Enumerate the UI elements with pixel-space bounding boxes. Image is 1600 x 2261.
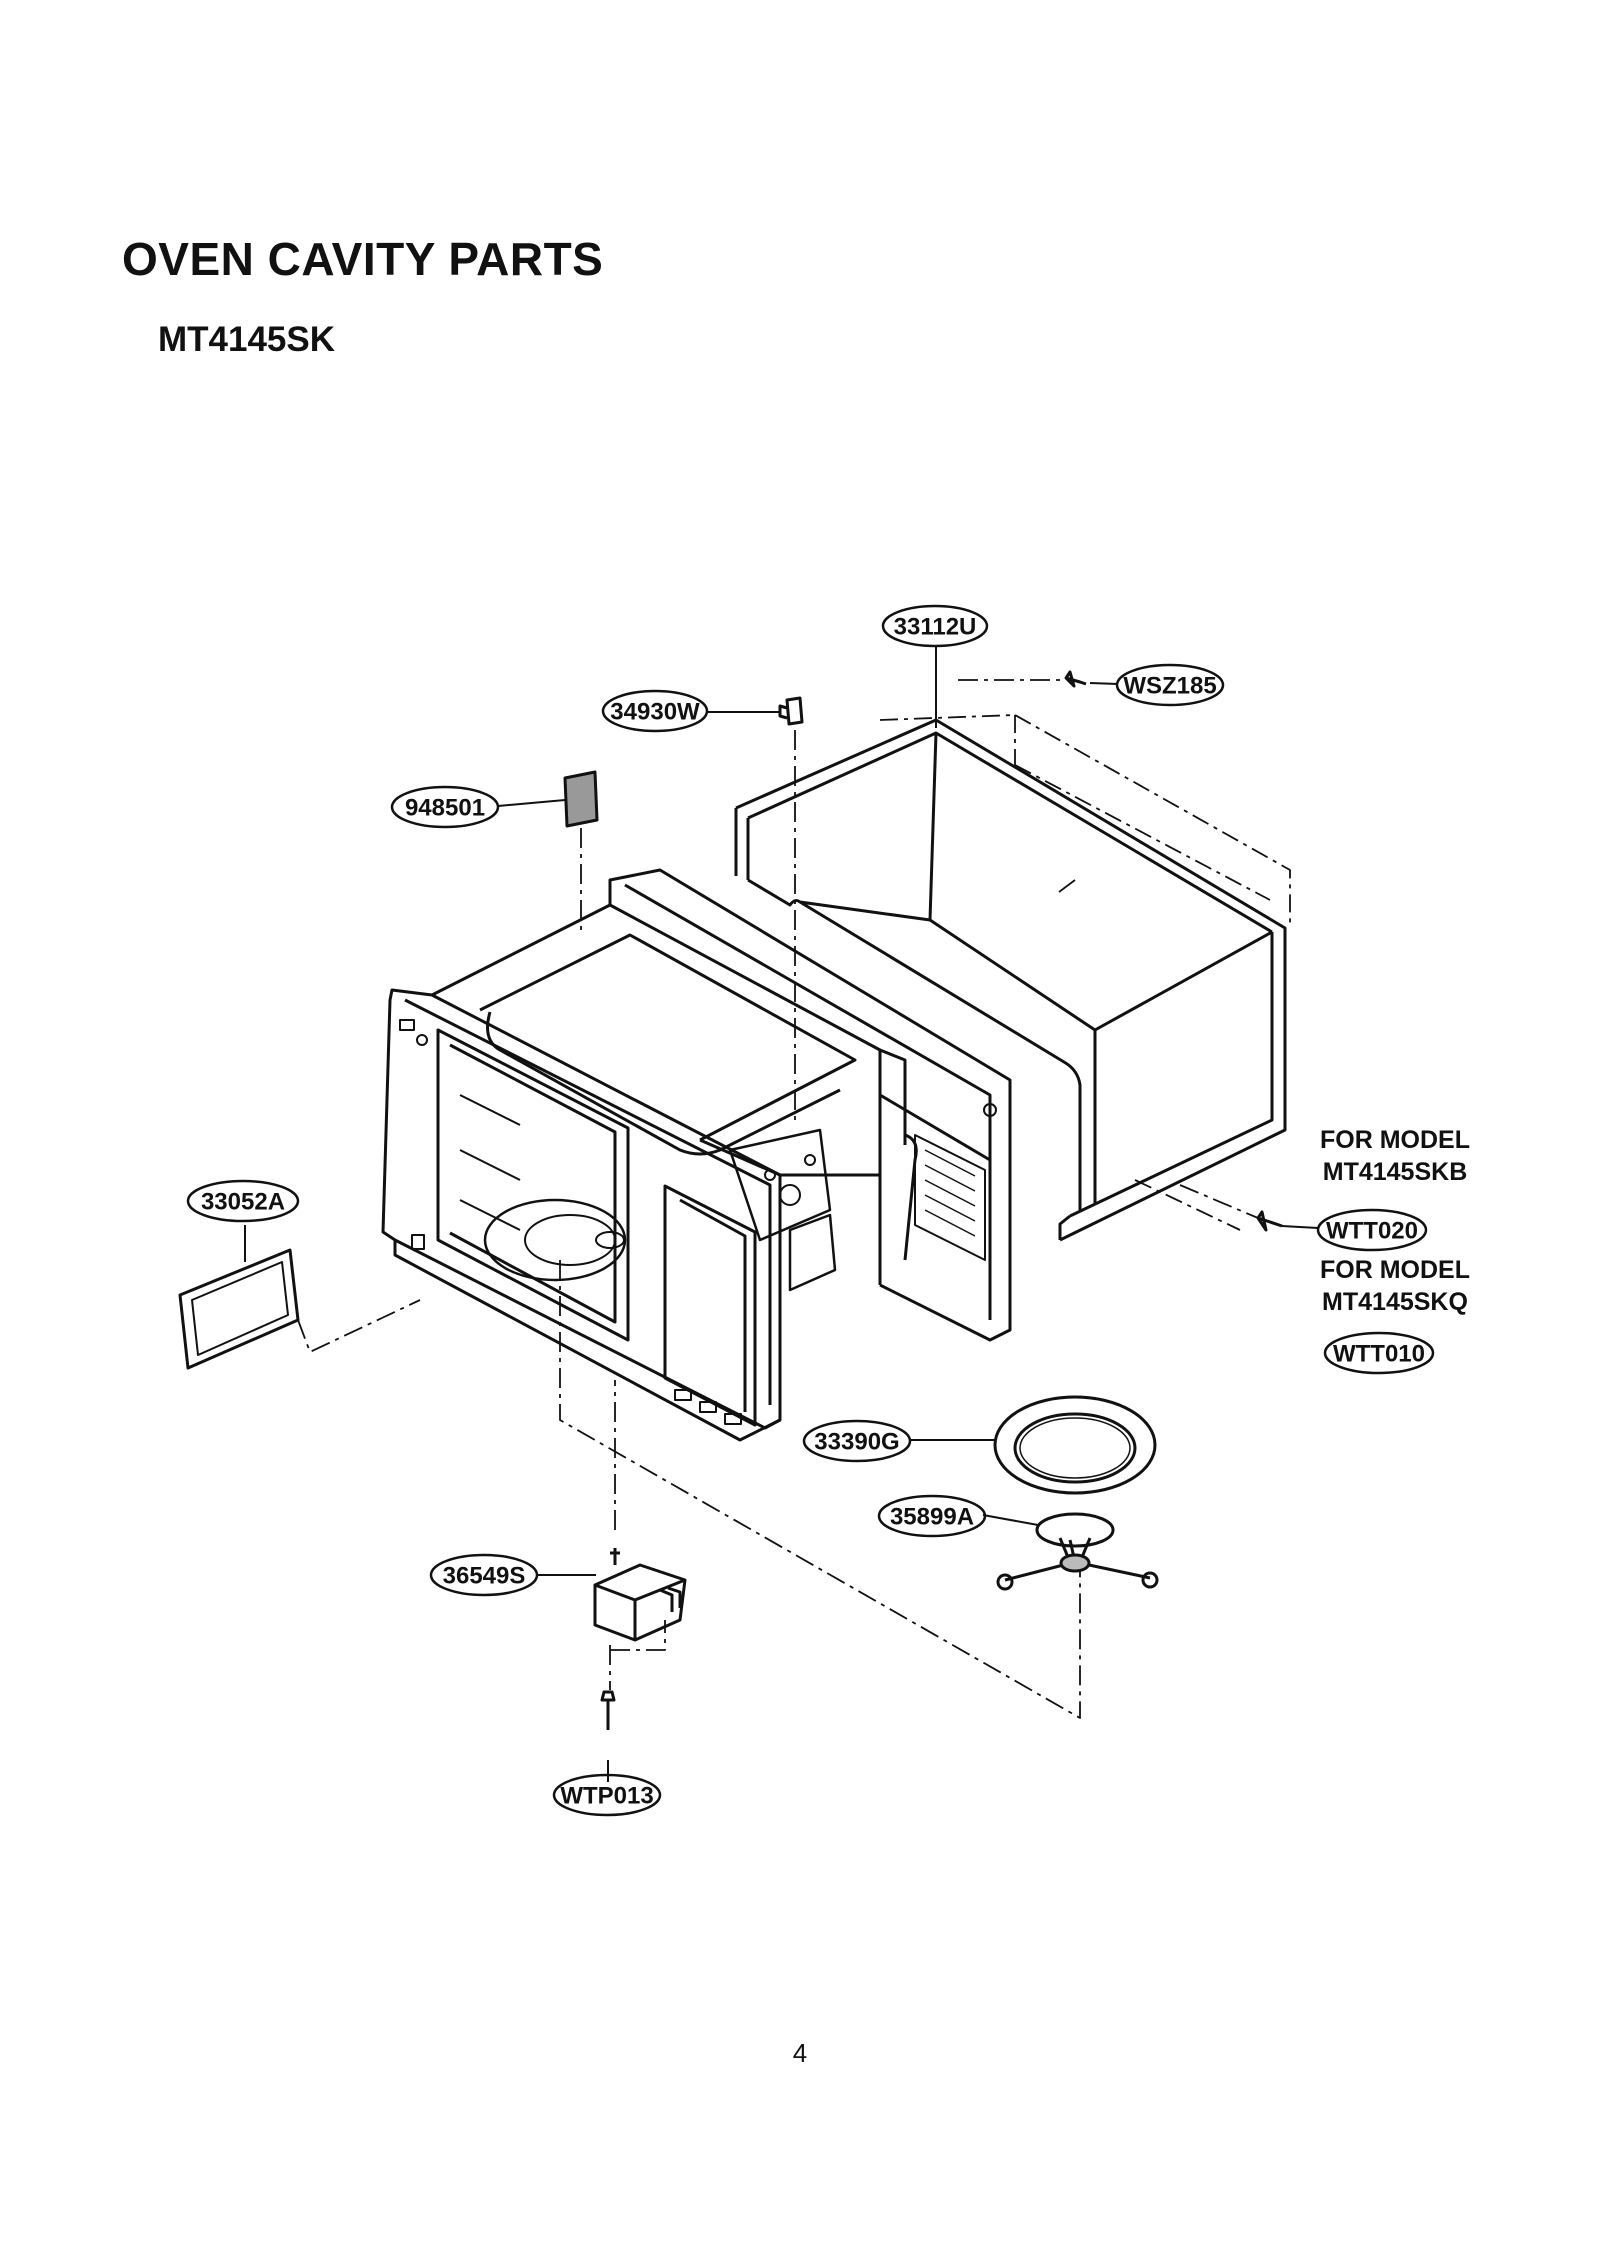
part-label-948501: 948501 (405, 795, 485, 822)
cabinet-hidden-lines (879, 714, 1291, 1231)
model-note-skb: FOR MODEL MT4145SKB (1305, 1124, 1485, 1188)
part-label-wtp013: WTP013 (560, 1783, 653, 1810)
part-label-36549s: 36549S (443, 1563, 526, 1590)
model-number: MT4145SK (158, 320, 336, 359)
screw-wsz185 (1064, 670, 1087, 688)
model-note-skb-line1: FOR MODEL (1320, 1126, 1470, 1154)
part-label-35899a: 35899A (890, 1504, 974, 1531)
assembly-lines (297, 679, 1259, 1719)
insulation-pad (563, 770, 599, 828)
part-label-wsz185: WSZ185 (1123, 673, 1216, 700)
callout-36549s (429, 1553, 539, 1597)
roller-ring (993, 1395, 1157, 1495)
callout-wsz185 (1115, 663, 1225, 707)
callout-leaders (244, 646, 1319, 1782)
oven-cavity (381, 868, 1012, 1442)
part-label-33112u: 33112U (894, 614, 977, 641)
callout-33052a (186, 1179, 300, 1223)
turntable-motor (593, 1548, 687, 1642)
callout-wtt020 (1316, 1208, 1428, 1252)
callout-wtt010 (1323, 1331, 1435, 1375)
screw-wtt020 (1256, 1210, 1283, 1232)
screw-wtp013 (600, 1690, 616, 1730)
cover-plate (178, 1248, 300, 1370)
model-note-skq-line1: FOR MODEL (1320, 1256, 1470, 1284)
callout-wtp013 (552, 1773, 662, 1817)
model-note-skq: FOR MODEL MT4145SKQ (1305, 1254, 1485, 1318)
callout-35899a (877, 1494, 987, 1538)
part-label-33390g: 33390G (814, 1429, 899, 1456)
part-label-wtt010: WTT010 (1333, 1341, 1425, 1368)
callout-33112u (881, 604, 989, 648)
callout-34930w (601, 689, 709, 733)
page-number: 4 (792, 2038, 808, 2068)
model-note-skb-line2: MT4145SKB (1322, 1158, 1468, 1186)
outer-cabinet (734, 718, 1287, 1242)
part-label-wtt020: WTT020 (1326, 1218, 1418, 1245)
part-label-34930w: 34930W (610, 699, 700, 726)
model-note-skq-line2: MT4145SKQ (1322, 1288, 1468, 1316)
switch-part (778, 696, 804, 726)
callout-948501 (390, 785, 500, 829)
coupler (996, 1512, 1159, 1591)
callout-33390g (802, 1419, 912, 1463)
part-label-33052a: 33052A (201, 1189, 285, 1216)
page-title: OVEN CAVITY PARTS (122, 233, 604, 285)
